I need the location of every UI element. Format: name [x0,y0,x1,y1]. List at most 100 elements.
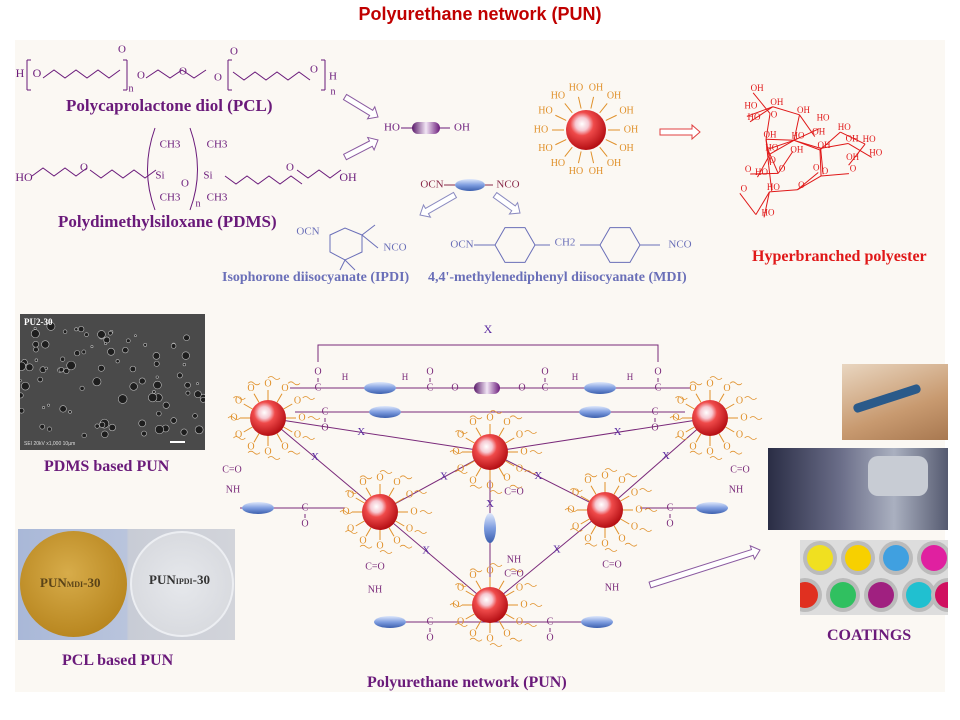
sem-pore [74,350,81,357]
isocyanate-unit [696,502,728,514]
ester-o: O [516,463,523,474]
ester-o: O [706,378,713,389]
hydroxyl-label: HO [569,82,583,93]
ester-spoke [355,520,365,527]
sem-pore [152,390,156,394]
polyol-core [566,110,606,150]
oh-bond [564,146,573,157]
ester-o: O [689,383,696,394]
sem-pore [66,360,76,371]
wavy-chain [689,381,703,386]
wavy-chain [247,381,261,386]
sem-pore [94,423,100,429]
wavy-chain [469,415,483,420]
ester-o: O [601,538,608,549]
ester-group: HO [748,112,761,122]
ipdi-film-label: PUNIPDI-30 [149,572,210,587]
sem-pore [182,362,186,367]
arrow-shape [659,123,701,141]
sem-pore [122,346,129,354]
ester-o: O [457,582,464,593]
chain-bond [42,69,121,79]
sem-pore [33,346,39,353]
sem-pore [153,360,160,367]
ester-spoke [505,437,515,444]
sem-pore [162,401,170,409]
carbonyl-o: O [314,366,321,377]
ester-group: OH [764,129,777,139]
ester-spoke [365,527,372,537]
sem-pore [185,390,191,396]
ester-group: HO [755,167,768,177]
ester-spoke [475,620,482,630]
sem-pore [46,321,56,331]
ester-bond [793,128,820,141]
atom-label: O [33,66,42,80]
carbonyl-o: O [654,366,661,377]
ester-o: O [393,536,400,547]
ester-o: O [677,429,684,440]
wavy-chain [489,643,503,647]
carbonyl-c: C [322,406,329,417]
ester-bond [793,139,821,149]
atom-label: NCO [383,242,406,254]
atom-label: O [137,70,145,82]
atom-label: C=O [504,568,524,579]
wavy-chain [414,490,427,494]
ester-group: OH [797,105,810,115]
ester-bond [821,173,849,177]
ester-o: O [723,442,730,453]
ester-o: O [736,395,743,406]
ester-o: O [376,540,383,551]
ester-o: O [486,633,493,644]
network-link [604,417,711,511]
ester-spoke [590,525,597,535]
hydroxyl-label: HO [569,166,583,177]
carbonyl-c: C [542,382,549,393]
oh-bond [599,146,608,157]
ester-spoke [580,495,590,502]
films-image: PUNMDI-30 PUNIPDI-30 [18,529,235,640]
ester-o: O [516,582,523,593]
ester-group: OH [770,97,783,107]
sem-pore [196,382,199,385]
crosslink-x: X [440,471,448,483]
ester-o: O [516,616,523,627]
atom-label: n [196,198,201,209]
sem-pore [81,432,87,438]
ester-o: O [486,480,493,491]
atom-label: NH [507,554,521,565]
ester-spoke [695,393,702,403]
sem-pore [42,406,45,410]
nh-h: H [627,372,634,382]
ester-group: O [745,164,752,174]
ester-o: O [247,383,254,394]
ester-spoke [498,580,505,590]
wavy-chain [744,436,757,440]
diol-oh: OH [454,122,470,134]
network-core [250,400,286,436]
ester-o: O [452,599,459,610]
ester-o: O [294,395,301,406]
ester-bond [840,131,866,145]
ester-o: O [486,412,493,423]
atom-label: O [214,72,222,84]
ester-group: HO [863,134,876,144]
ester-bond [768,165,773,192]
wavy-chain [449,450,463,454]
ester-group: O [779,163,786,173]
hydroxyl-label: OH [619,143,633,154]
hyperbranched-polyester-structure [739,92,873,218]
carbonyl-o: O [666,518,673,529]
ester-o: O [359,536,366,547]
ester-spoke [243,426,253,433]
isocyanate-unit [484,513,496,543]
hydroxyl-label: HO [534,124,548,135]
network-link [489,451,606,511]
ester-spoke [465,460,475,467]
wavy-chain [749,416,763,420]
carbonyl-c: C [427,616,434,627]
sem-caption: PDMS based PUN [44,458,170,475]
wavy-chain [469,637,483,642]
sem-pore [183,334,190,341]
